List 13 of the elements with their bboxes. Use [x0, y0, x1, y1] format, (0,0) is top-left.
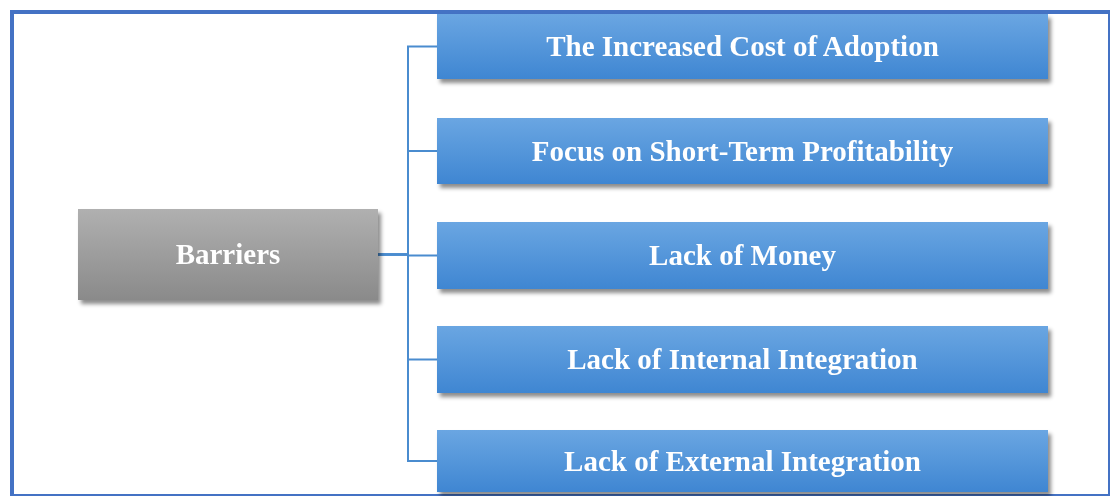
- item-box: [437, 430, 1048, 492]
- box-label: The Increased Cost of Adoption: [546, 30, 939, 63]
- item-box: [437, 222, 1048, 289]
- box-label: Lack of External Integration: [564, 444, 921, 478]
- box-label: Barriers: [175, 238, 281, 271]
- box-label: Focus on Short-Term Profitability: [531, 134, 954, 168]
- item-box: [437, 118, 1048, 184]
- item-box: [437, 14, 1048, 79]
- box-label: Lack of Internal Integration: [567, 343, 918, 376]
- box-label: Lack of Money: [649, 239, 836, 272]
- item-box: [437, 326, 1048, 393]
- connector-line: [377, 253, 438, 462]
- category-box: [78, 209, 378, 300]
